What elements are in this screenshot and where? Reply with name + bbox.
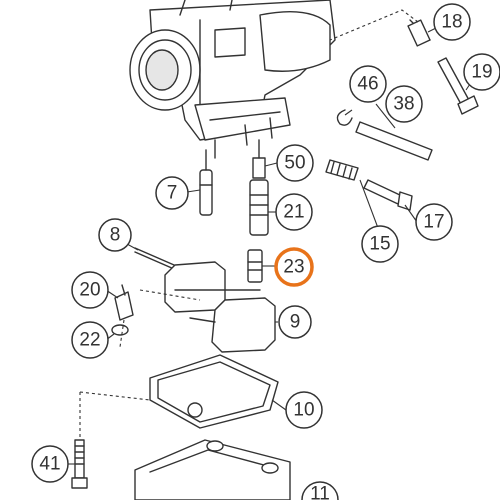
pilot-jet-23 bbox=[247, 249, 263, 283]
callout-18[interactable]: 18 bbox=[433, 3, 471, 41]
callout-41[interactable]: 41 bbox=[31, 445, 69, 483]
callout-9[interactable]: 9 bbox=[278, 305, 312, 339]
callout-20[interactable]: 20 bbox=[71, 271, 109, 309]
callout-8[interactable]: 8 bbox=[98, 218, 132, 252]
part-20 bbox=[114, 284, 134, 321]
screw-17 bbox=[363, 179, 413, 211]
callout-10-label: 10 bbox=[293, 400, 314, 421]
callout-17[interactable]: 17 bbox=[415, 203, 453, 241]
callout-7-label: 7 bbox=[167, 183, 178, 204]
callout-22-label: 22 bbox=[79, 330, 100, 351]
callout-8-label: 8 bbox=[110, 225, 121, 246]
float-bowl-11 bbox=[134, 439, 291, 500]
callout-41-label: 41 bbox=[39, 454, 60, 475]
callout-38-label: 38 bbox=[393, 94, 414, 115]
callout-46-label: 46 bbox=[357, 74, 378, 95]
callout-46[interactable]: 46 bbox=[349, 65, 387, 103]
rod-38 bbox=[355, 121, 433, 161]
callout-38[interactable]: 38 bbox=[385, 85, 423, 123]
callout-50-label: 50 bbox=[284, 153, 305, 174]
callout-50[interactable]: 50 bbox=[276, 144, 314, 182]
needle-jet-7 bbox=[199, 149, 213, 216]
callout-18-label: 18 bbox=[441, 12, 462, 33]
screw-19 bbox=[437, 57, 479, 115]
callout-9-label: 9 bbox=[290, 312, 301, 333]
callout-21-label: 21 bbox=[283, 202, 304, 223]
callout-15-label: 15 bbox=[369, 234, 390, 255]
callout-7[interactable]: 7 bbox=[155, 176, 189, 210]
spring-15 bbox=[325, 159, 359, 181]
callout-19-label: 19 bbox=[471, 62, 492, 83]
callout-23[interactable]: 23 bbox=[274, 247, 314, 287]
part-22 bbox=[111, 324, 129, 336]
main-jet-21 bbox=[249, 179, 269, 236]
spring-18 bbox=[407, 19, 431, 47]
callout-21[interactable]: 21 bbox=[275, 193, 313, 231]
callout-23-label: 23 bbox=[283, 257, 304, 278]
callout-17-label: 17 bbox=[423, 212, 444, 233]
callout-10[interactable]: 10 bbox=[285, 391, 323, 429]
leader-lines bbox=[66, 9, 479, 465]
callout-15[interactable]: 15 bbox=[361, 225, 399, 263]
float-9 bbox=[164, 261, 276, 353]
callout-22[interactable]: 22 bbox=[71, 321, 109, 359]
gasket-10 bbox=[149, 354, 279, 429]
callout-19[interactable]: 19 bbox=[463, 53, 500, 91]
callout-11-label: 11 bbox=[310, 484, 330, 500]
jet-50 bbox=[252, 139, 266, 179]
bolt-41 bbox=[71, 439, 88, 489]
carburetor-body bbox=[129, 0, 336, 159]
callout-20-label: 20 bbox=[79, 280, 100, 301]
clip-46 bbox=[336, 109, 353, 126]
callout-11[interactable]: 11 bbox=[301, 481, 339, 500]
